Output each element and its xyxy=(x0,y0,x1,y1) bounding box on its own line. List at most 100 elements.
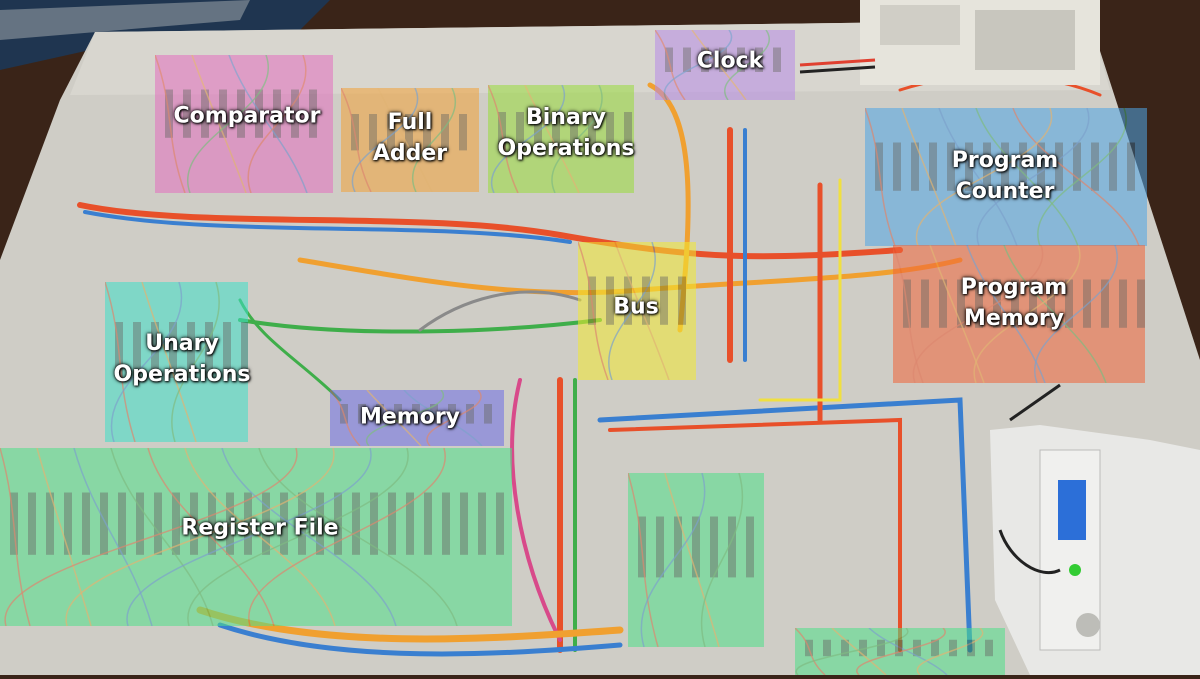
chip xyxy=(1055,142,1063,191)
chip xyxy=(642,276,650,325)
jumper-wire xyxy=(551,85,603,193)
chip xyxy=(859,639,867,657)
chip xyxy=(352,492,360,555)
jumper-wire xyxy=(524,85,580,193)
chip xyxy=(692,516,700,578)
jumper-wire xyxy=(663,30,733,100)
chip xyxy=(606,276,614,325)
chip xyxy=(975,279,983,328)
chip xyxy=(298,492,306,555)
chip xyxy=(674,516,682,578)
breadboard-texture xyxy=(341,88,467,192)
breadboard-texture xyxy=(488,85,632,193)
zone-clock xyxy=(655,30,795,100)
label-register-file: Register File xyxy=(181,515,339,541)
jumper-wire xyxy=(1034,245,1118,383)
chip xyxy=(931,639,939,657)
chip xyxy=(394,404,402,424)
chip xyxy=(262,492,270,555)
jumper-wire xyxy=(187,448,409,626)
breadboard-texture xyxy=(0,448,504,626)
jumper-wire xyxy=(655,30,686,100)
chip xyxy=(405,114,413,151)
jumper-wire xyxy=(700,473,744,647)
chip xyxy=(516,112,524,150)
chip xyxy=(442,492,450,555)
breadboard-texture xyxy=(578,242,686,380)
breadboard-texture xyxy=(795,628,993,675)
chip xyxy=(376,404,384,424)
label-bus: Bus xyxy=(613,294,659,320)
chip xyxy=(316,492,324,555)
power-supply xyxy=(799,0,1100,85)
jumper-wire xyxy=(73,448,153,626)
chip xyxy=(805,639,813,657)
chip xyxy=(340,404,348,424)
chip xyxy=(46,492,54,555)
chip xyxy=(208,492,216,555)
zone-unlabeled-bottom xyxy=(795,628,1005,675)
chip xyxy=(115,322,123,378)
jumper-wire xyxy=(258,448,458,626)
chip xyxy=(223,322,231,378)
jumper-wire xyxy=(973,245,1081,383)
chip xyxy=(82,492,90,555)
chip xyxy=(280,492,288,555)
chip xyxy=(309,89,317,138)
chip xyxy=(273,89,281,138)
chip xyxy=(965,142,973,191)
jumper-wire xyxy=(187,55,269,193)
chip xyxy=(895,639,903,657)
chip xyxy=(151,322,159,378)
chip xyxy=(1019,142,1027,191)
chip xyxy=(183,89,191,138)
jumper-wire xyxy=(366,390,422,446)
chip xyxy=(773,47,781,72)
label-memory: Memory xyxy=(359,404,461,430)
chip xyxy=(624,276,632,325)
chip xyxy=(64,492,72,555)
chip xyxy=(460,492,468,555)
chip xyxy=(187,322,195,378)
chip xyxy=(478,492,486,555)
jumper-wire xyxy=(976,108,1090,246)
chip xyxy=(638,516,646,578)
chip xyxy=(737,47,745,72)
jumper-wire xyxy=(403,390,483,446)
chip xyxy=(710,516,718,578)
jumper-wire xyxy=(110,282,183,442)
chip xyxy=(949,639,957,657)
chip xyxy=(570,112,578,150)
chip xyxy=(424,492,432,555)
chip xyxy=(430,404,438,424)
chip xyxy=(241,322,248,378)
chip xyxy=(498,112,506,150)
chip xyxy=(169,322,177,378)
chip xyxy=(1065,279,1073,328)
zone-comparator xyxy=(155,55,333,193)
jumper-wire xyxy=(426,390,482,446)
zone-register-file xyxy=(0,448,512,626)
jumper-wire xyxy=(1012,108,1140,246)
chip xyxy=(237,89,245,138)
chip xyxy=(334,492,342,555)
chip xyxy=(387,114,395,151)
breadboard-texture xyxy=(105,282,248,442)
jumper-wire xyxy=(664,473,720,647)
chip xyxy=(244,492,252,555)
jumper-wire xyxy=(221,448,397,626)
chip xyxy=(459,114,467,151)
chip xyxy=(369,114,377,151)
chip xyxy=(983,142,991,191)
jumper-wire xyxy=(411,88,457,192)
zone-program-memory xyxy=(893,245,1145,383)
jumper-wire xyxy=(865,108,896,246)
chip xyxy=(660,276,668,325)
jumper-wire xyxy=(916,628,984,675)
jumper-wire xyxy=(614,242,670,380)
chip xyxy=(755,47,763,72)
jumper-wire xyxy=(351,88,419,192)
chip xyxy=(746,516,754,578)
chip xyxy=(133,322,141,378)
